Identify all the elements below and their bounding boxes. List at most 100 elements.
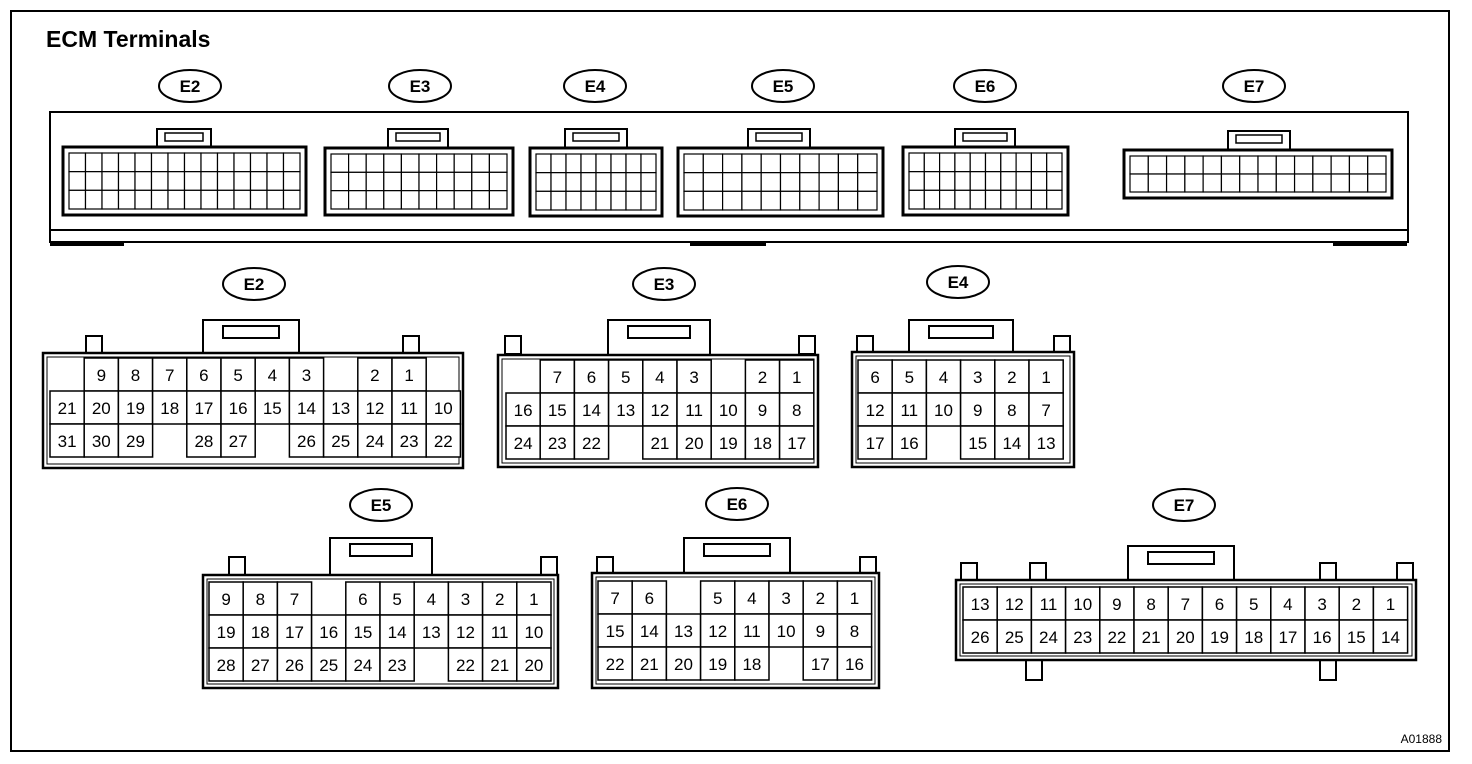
overview-pin [1239, 173, 1259, 193]
overview-pin [640, 153, 657, 174]
overview-pin [535, 190, 552, 211]
pin-cell [288, 357, 325, 392]
pin-cell [379, 614, 415, 649]
overview-pin [938, 189, 956, 210]
pin-number: 17 [787, 434, 806, 453]
pin-cell [220, 390, 256, 425]
label-text: E6 [975, 77, 996, 96]
pin-number: 20 [674, 655, 693, 674]
pin-number: 16 [1313, 628, 1332, 647]
connector-ear [228, 556, 246, 576]
overview-pin [1046, 171, 1063, 191]
pin-cell [516, 614, 552, 649]
pin-cell [276, 647, 313, 682]
pin-cell [996, 619, 1033, 654]
pin-number: 21 [58, 399, 77, 418]
overview-pin [488, 153, 508, 173]
overview-pin [702, 190, 724, 211]
pin-number: 13 [616, 401, 635, 420]
pin-number: 6 [587, 368, 596, 387]
overview-pin [101, 171, 120, 191]
overview-pin [150, 152, 169, 173]
overview-pin [908, 152, 925, 173]
pin-number: 2 [370, 366, 379, 385]
overview-pin [471, 190, 490, 210]
pin-cell [778, 392, 815, 427]
pin-number: 2 [758, 368, 767, 387]
overview-pin [984, 171, 1002, 191]
pin-cell [959, 359, 996, 394]
connector-ear [1396, 562, 1414, 582]
pin-cell [734, 646, 770, 681]
pin-number: 16 [900, 434, 919, 453]
overview-pin [741, 172, 762, 192]
pin-cell [310, 647, 347, 682]
overview-pin [183, 189, 202, 210]
label-text: E5 [773, 77, 794, 96]
connector-inner [206, 578, 555, 685]
housing-base [49, 229, 1409, 243]
overview-pin [857, 172, 878, 192]
overview-pin [550, 190, 567, 211]
connector-ear [85, 335, 103, 355]
label-text: E4 [948, 273, 969, 292]
overview-pin [134, 152, 153, 173]
overview-pin [818, 153, 839, 174]
overview-pin [471, 171, 490, 192]
pin-number: 26 [285, 656, 304, 675]
connector-ear [1319, 562, 1337, 582]
pin-number: 10 [934, 401, 953, 420]
label-text: E3 [410, 77, 431, 96]
pin-number: 5 [621, 368, 630, 387]
overview-pin [84, 189, 103, 210]
overview-pin [969, 152, 987, 173]
pin-number: 14 [1002, 434, 1021, 453]
overview-pin [1348, 155, 1369, 175]
pin-number: 9 [221, 590, 230, 609]
pin-cell [631, 646, 668, 681]
label-oval [563, 69, 627, 103]
overview-pin [117, 152, 136, 173]
overview-pin [1293, 173, 1314, 193]
overview-pin [436, 171, 455, 192]
overview-pin [348, 153, 367, 173]
pin-number: 17 [866, 434, 885, 453]
pin-number: 15 [353, 623, 372, 642]
overview-pin [818, 172, 839, 192]
pin-number: 11 [743, 622, 761, 641]
pin-cell [676, 359, 712, 394]
overview-pin [640, 190, 657, 211]
overview-label: E4 [563, 69, 627, 103]
connector-inner [595, 576, 876, 685]
connector-label: E5 [349, 488, 413, 522]
overview-pin [1275, 155, 1296, 175]
pin-cell [959, 392, 996, 427]
overview-pin [1129, 155, 1149, 175]
pin-cell [49, 423, 85, 458]
pin-cell [778, 425, 815, 460]
pin-cell [699, 580, 736, 615]
connector-ear [540, 556, 558, 576]
pin-cell [710, 425, 747, 460]
pin-cell [573, 359, 610, 394]
pin-number: 27 [251, 656, 270, 675]
overview-pin [348, 171, 367, 192]
pin-number: 10 [524, 623, 543, 642]
pin-number: 3 [302, 366, 311, 385]
overview-pin [488, 171, 508, 192]
overview-pin [1220, 173, 1241, 193]
pin-cell [345, 614, 381, 649]
pin-cell [1201, 619, 1238, 654]
pin-number: 5 [713, 589, 722, 608]
pin-number: 15 [263, 399, 282, 418]
pin-cell [391, 357, 427, 392]
housing-foot [690, 242, 766, 246]
connector-ear [798, 335, 816, 355]
overview-pin [1000, 152, 1017, 173]
overview-pin [365, 153, 385, 173]
pin-number: 17 [285, 623, 304, 642]
pin-number: 17 [194, 399, 213, 418]
overview-label: E5 [751, 69, 815, 103]
